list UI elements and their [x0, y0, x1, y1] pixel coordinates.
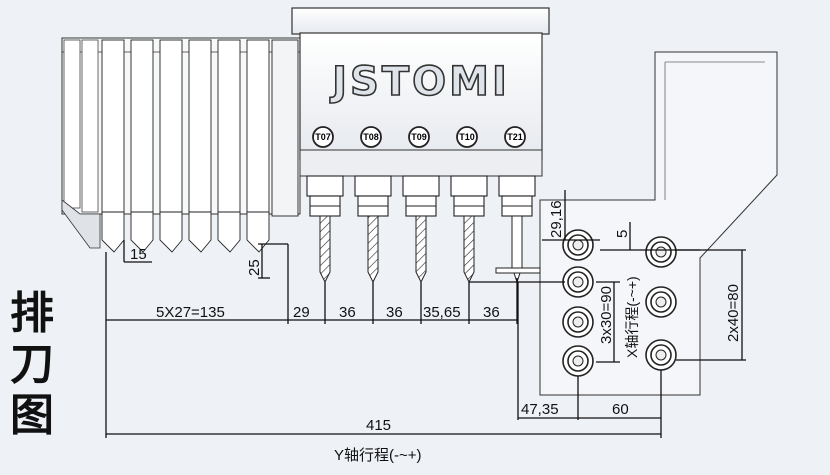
dim-25: 25 [246, 259, 263, 276]
dim-3565: 35,65 [423, 304, 461, 321]
turning-tools [101, 39, 299, 253]
title-char-1: 排 [10, 288, 54, 339]
dimension-labels: 15 25 5X27=135 29 36 36 35,65 36 29,16 5… [130, 200, 742, 464]
tool-badge-t07: T07 [315, 132, 331, 142]
spindle-circles-right [645, 236, 677, 371]
dim-36c: 36 [483, 304, 500, 321]
title-char-3: 图 [10, 390, 54, 441]
brand-logo: JSTOMI [329, 59, 510, 105]
dim-4735: 47,35 [521, 401, 559, 418]
tool-badge-t08: T08 [363, 132, 379, 142]
tool-number-badges: T07 T08 T09 T10 T21 [312, 126, 526, 148]
spindle-circles-mid [562, 229, 594, 377]
tool-badge-t21: T21 [507, 132, 523, 142]
dim-5: 5 [614, 230, 631, 238]
dim-60: 60 [612, 401, 629, 418]
dim-29: 29 [293, 304, 310, 321]
dim-2x40: 2x40=80 [725, 284, 742, 342]
dim-2916: 29,16 [548, 200, 565, 238]
drill-bits [319, 215, 541, 284]
x-axis-travel: X轴行程(-~+) [624, 276, 640, 358]
dimension-lines [105, 190, 746, 438]
dim-3x30: 3x30=90 [598, 286, 615, 344]
dim-15: 15 [130, 246, 147, 263]
right-bracket [539, 51, 778, 396]
tool-badge-t10: T10 [459, 132, 475, 142]
dim-415: 415 [366, 417, 391, 434]
collet-holders [306, 175, 536, 217]
dim-5x27: 5X27=135 [156, 304, 225, 321]
title-char-2: 刀 [10, 339, 54, 390]
tool-badge-t09: T09 [411, 132, 427, 142]
dim-36a: 36 [339, 304, 356, 321]
y-axis-travel: Y轴行程(-~+) [334, 447, 422, 464]
dim-36b: 36 [386, 304, 403, 321]
